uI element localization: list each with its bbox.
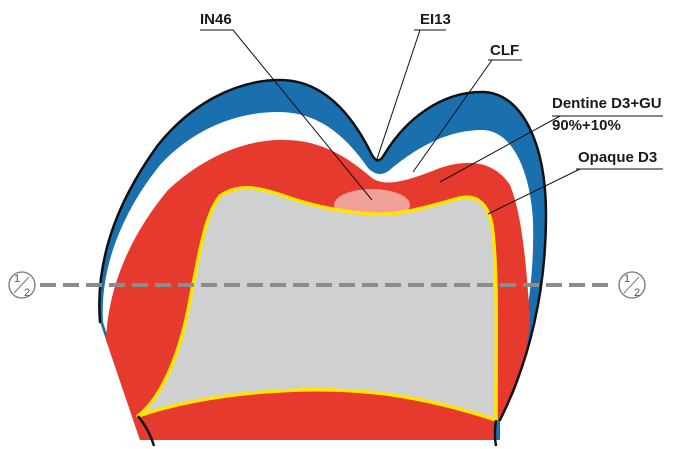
- label-in46: IN46: [200, 11, 232, 28]
- tooth-outline: [98, 78, 548, 422]
- half-numerator-right: 1: [624, 273, 630, 285]
- leader-dentine: [439, 115, 663, 183]
- half-denominator-right: 2: [634, 287, 640, 299]
- label-dentine-line2: 90%+10%: [552, 117, 621, 134]
- half-denominator-left: 2: [24, 287, 30, 299]
- root-left-line: [137, 415, 156, 447]
- leader-opaque: [487, 168, 663, 215]
- label-dentine-line1: Dentine D3+GU: [552, 95, 662, 112]
- label-clf: CLF: [490, 42, 519, 59]
- leader-clf: [412, 59, 522, 173]
- opaque-core: [136, 186, 499, 422]
- half-numerator-left: 1: [14, 273, 20, 285]
- leader-ei13: [375, 29, 446, 163]
- root-right-line: [493, 419, 498, 447]
- half-marker-right: 1 2: [618, 271, 646, 299]
- label-ei13: EI13: [420, 11, 451, 28]
- label-opaque: Opaque D3: [578, 149, 657, 166]
- half-marker-left: 1 2: [8, 271, 36, 299]
- leader-in46: [200, 29, 373, 201]
